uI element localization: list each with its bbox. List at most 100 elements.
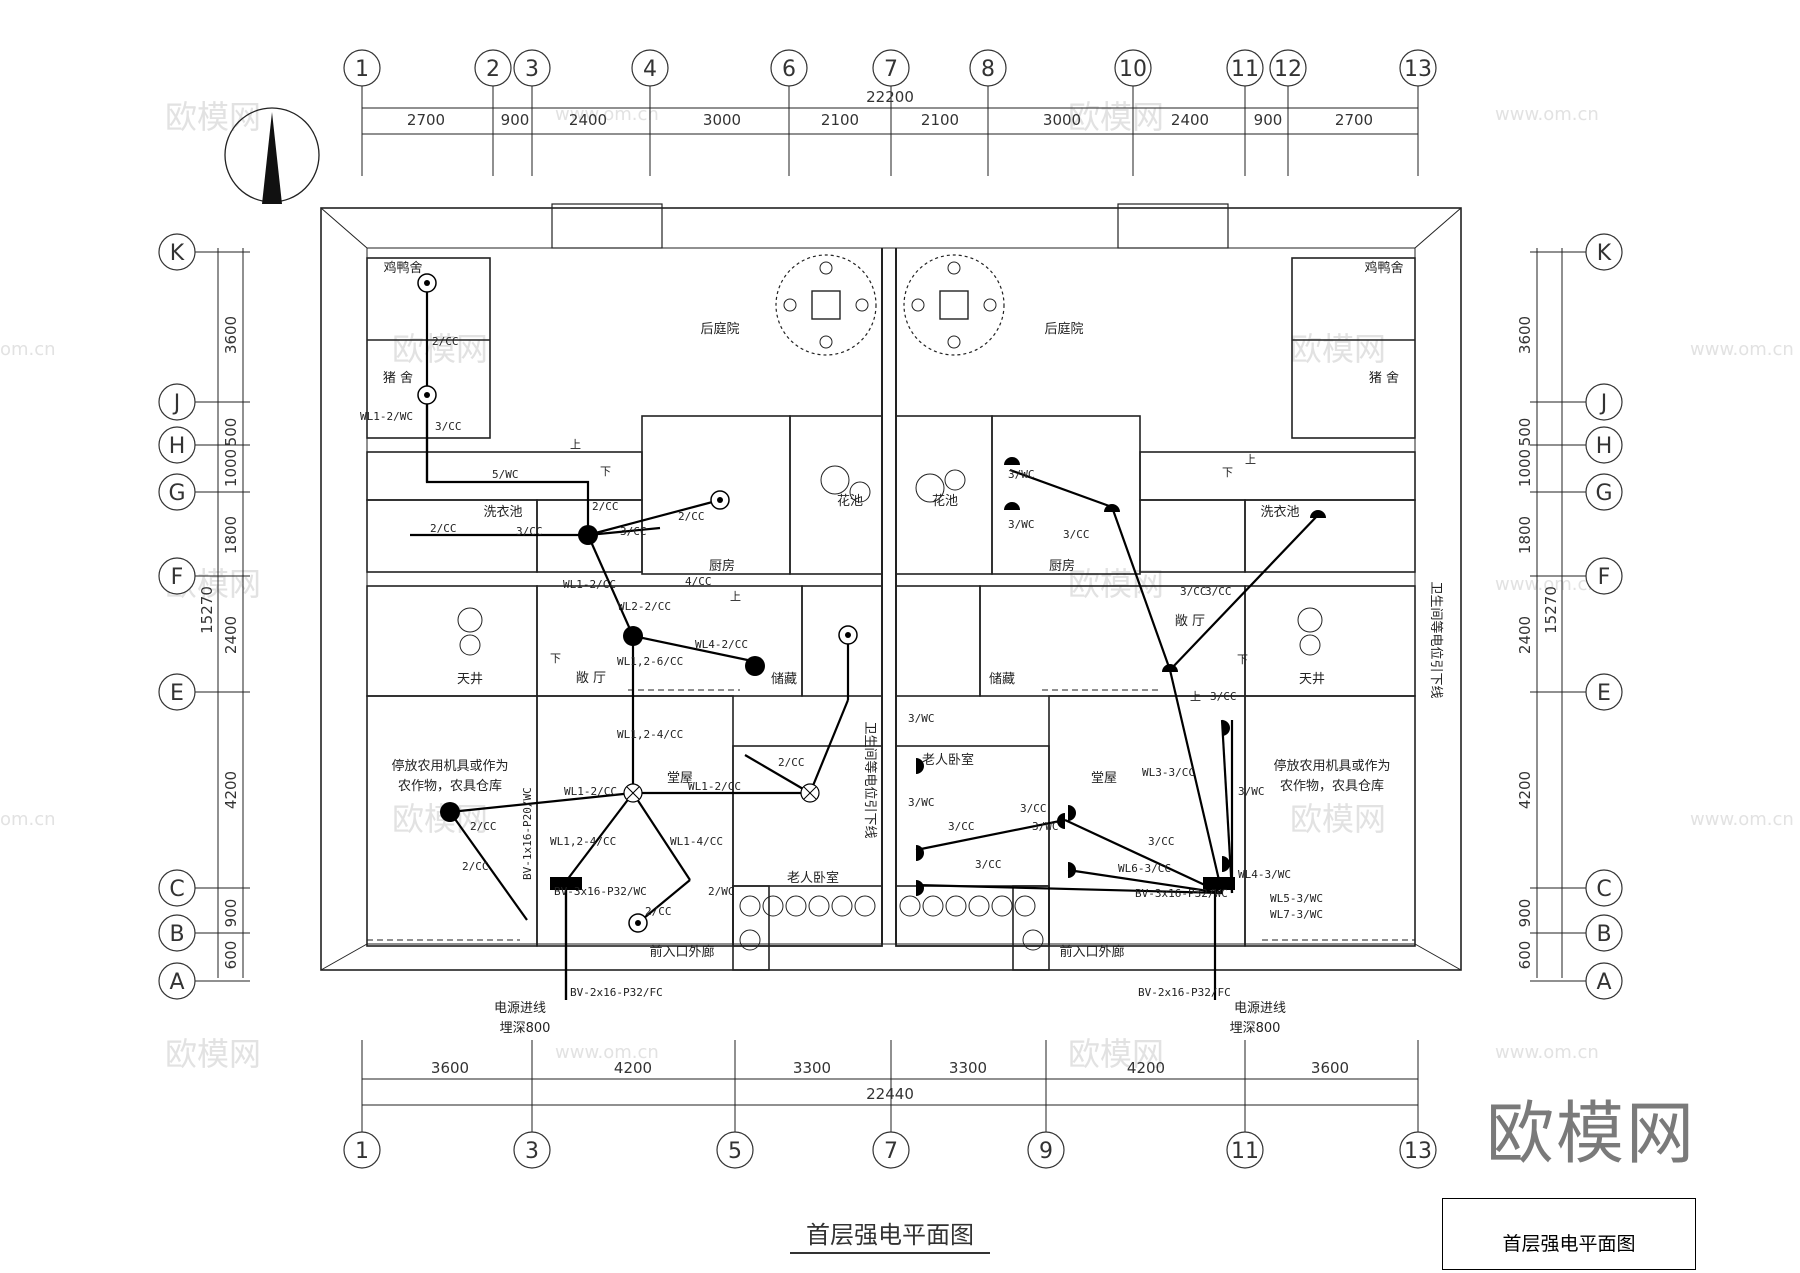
grid-axis-bubble: 2 [474,49,512,176]
circuit-label: WL1,2-4/CC [617,728,683,741]
watermark: www.om.cn [1495,1042,1599,1063]
bottom-dim: 3300 [949,1059,987,1077]
grid-axis-bubble: 11 [1226,49,1264,176]
wall-lamp-icon [1310,510,1326,518]
bottom-dimension-chain: 3600 4200 3300 3300 4200 3600 22440 [362,1059,1418,1106]
circuit-label: WL1-2/WC [360,410,413,423]
circuit-label: WL4-3/WC [1238,868,1291,881]
ceiling-light-icon [745,656,765,676]
side-dim: 900 [1516,899,1534,928]
grid-axis-label: 2 [486,57,500,82]
bottom-dim: 3300 [793,1059,831,1077]
circuit-label: 3/CC [1210,690,1237,703]
top-dim: 3000 [703,111,741,129]
grid-axis-label: 3 [525,57,539,82]
grid-axis-bubble: H [1530,426,1623,464]
grid-axis-label: 1 [355,1139,369,1164]
grid-axis-label: 4 [643,57,657,82]
planter-icon [945,895,967,917]
grid-axis-bubble: 7 [872,49,910,176]
room-label: 停放农用机具或作为 [391,758,508,774]
side-dim: 500 [222,418,240,447]
fan-lamp-icon [800,783,820,803]
room-label: 堂屋 [667,771,693,786]
circuit-label: 上 [1245,453,1256,466]
grid-axis-label: 13 [1404,57,1432,82]
grid-axis-label: C [1596,877,1611,902]
side-dim: 2400 [222,616,240,654]
watermark: 欧模网 [392,800,488,838]
circuit-label: 上 [730,590,741,603]
room-label: 天井 [1299,672,1325,687]
planter-icon [922,895,944,917]
feeder-label: BV-2x16-P32/FC [1138,986,1231,999]
circuit-label: 2/CC [678,510,705,523]
left-dimension-chain: 15270 3600 500 1000 1800 2400 4200 900 6… [198,248,244,978]
wall-lamp-icon [1004,457,1020,465]
grid-axis-bubble: 3 [513,1040,551,1169]
wall-lamp-icon [1057,813,1065,829]
side-dim: 500 [1516,418,1534,447]
room-label: 后庭院 [1044,321,1083,337]
grid-axis-bubble: 1 [343,1040,381,1169]
room-label: 天井 [457,672,483,687]
planter-icon [991,895,1013,917]
top-dim: 2100 [921,111,959,129]
grid-axis-bubble: J [1530,383,1623,421]
room-label: 储藏 [989,672,1015,687]
grid-axis-bubble: F [158,557,250,595]
grid-axis-bubble: A [158,962,250,1000]
grid-axis-label: H [1596,434,1613,459]
grid-axis-bubble: G [158,473,250,511]
circuit-label: WL6-3/CC [1118,862,1171,875]
circuit-label: 2/CC [462,860,489,873]
circuit-label: 2/CC [430,522,457,535]
grid-axis-label: 12 [1274,57,1302,82]
wall-lamp-icon [1068,805,1076,821]
top-dim: 900 [501,111,530,129]
power-entry-label: 电源进线 [494,1001,546,1016]
power-entry-label: 电源进线 [1234,1001,1286,1016]
watermark: om.cn [0,809,56,830]
room-label: 储藏 [771,672,797,687]
room-labels: 鸡鸭舍 鸡鸭舍 猪 舍 猪 舍 后庭院 后庭院 厨房 厨房 敞 厅 敞 厅 储藏… [383,260,1444,960]
circuit-label: 3/CC [1148,835,1175,848]
planter-icon [1022,929,1044,951]
grid-axis-label: B [1596,922,1611,947]
room-label: 老人卧室 [922,752,974,768]
watermark: www.om.cn [1690,339,1794,360]
room-label: 卫生间等电位引下线 [1428,581,1444,698]
watermarks: 欧模网 www.om.cn 欧模网 www.om.cn om.cn 欧模网 欧模… [0,98,1794,1073]
circuit-label: 3/WC [908,796,935,809]
grid-axis-label: C [169,877,184,902]
grid-axis-bubble: J [158,383,250,421]
circuit-label: 3/WC [1008,518,1035,531]
title-block: 首层强电平面图 [1442,1198,1696,1270]
side-dim: 900 [222,899,240,928]
grid-axis-bubble: G [1530,473,1623,511]
grid-axis-label: 3 [525,1139,539,1164]
power-entry-annotations: BV-2x16-P32/FC BV-2x16-P32/FC 电源进线 埋深800… [494,986,1286,1036]
planter-icon [1014,895,1036,917]
grid-axis-label: 5 [728,1139,742,1164]
watermark: 欧模网 [165,98,261,136]
side-total-dim: 15270 [198,586,216,634]
top-total-dim: 22200 [866,88,914,106]
ceiling-light-icon [440,802,460,822]
right-dimension-chain: 3600 500 1000 1800 2400 4200 900 600 152… [1516,248,1563,978]
planter-icon [762,895,784,917]
planter-icon [785,895,807,917]
grid-axis-label: 7 [884,1139,898,1164]
grid-axis-label: 11 [1231,1139,1259,1164]
circuit-label: 3/WC [1032,820,1059,833]
grid-axis-label: J [1599,391,1608,416]
patio-table-icon [775,254,877,356]
circuit-label: 3/CC [975,858,1002,871]
room-label: 前入口外廊 [1059,944,1124,960]
circuit-label: WL1,2-6/CC [617,655,683,668]
grid-axis-bubble: 13 [1399,1040,1437,1169]
wall-lamp-icon [916,758,924,774]
